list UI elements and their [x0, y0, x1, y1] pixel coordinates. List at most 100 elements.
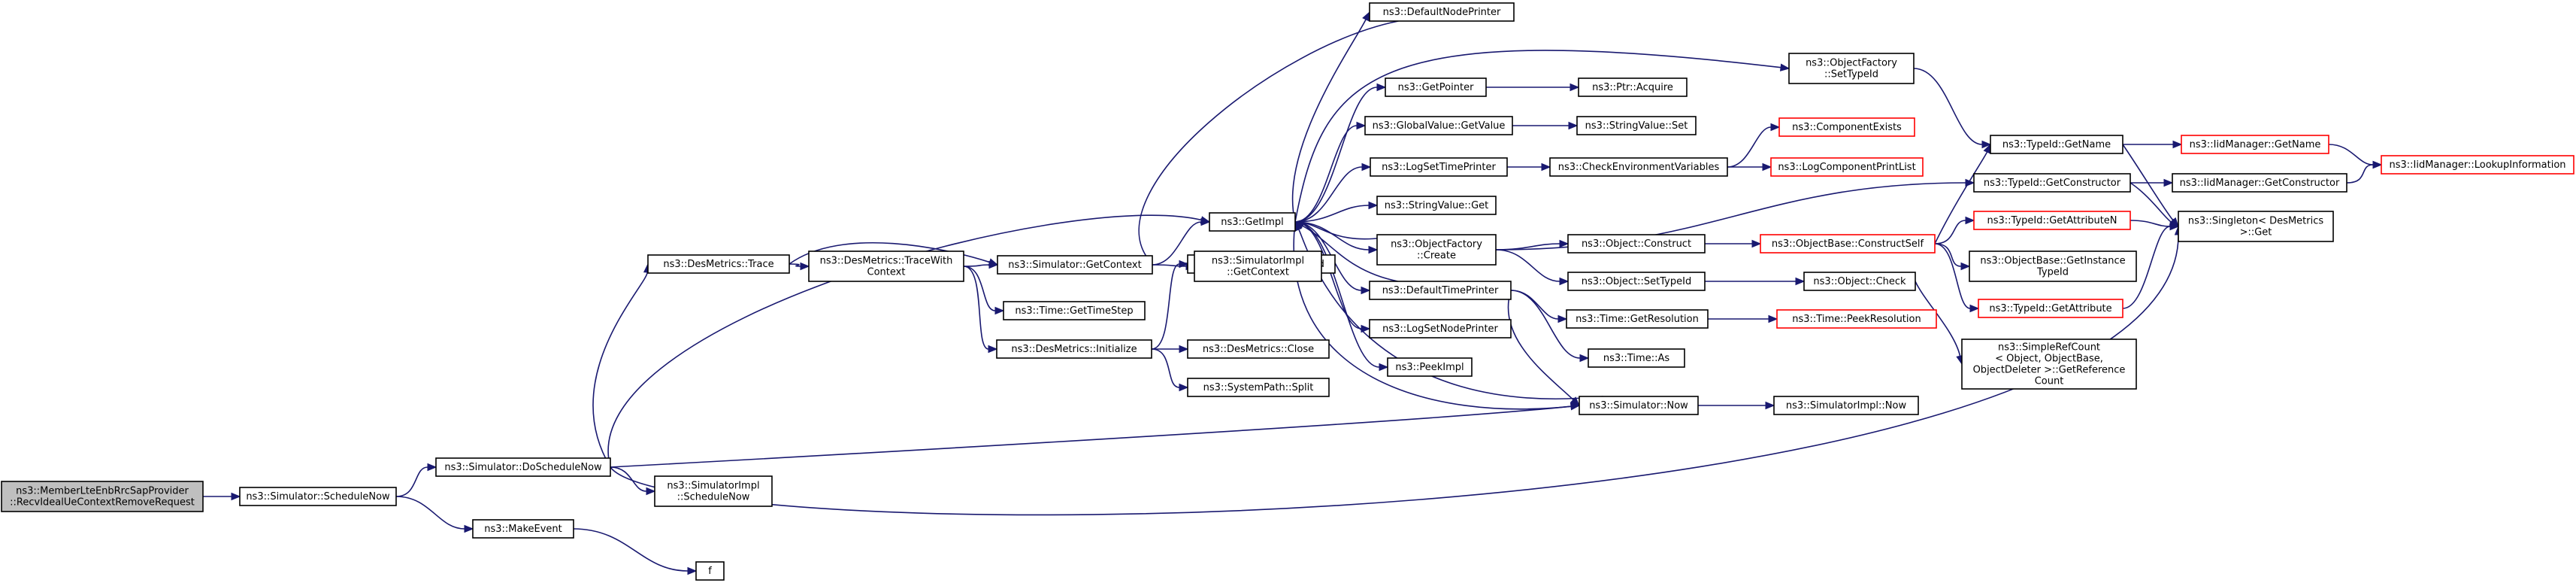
node-iidGetName[interactable]: ns3::IidManager::GetName	[2181, 135, 2329, 154]
node-ofCreate[interactable]: ns3::ObjectFactory::Create	[1376, 234, 1497, 266]
node-srcGetRef[interactable]: ns3::SimpleRefCount< Object, ObjectBase,…	[1961, 339, 2137, 390]
node-dmInit[interactable]: ns3::DesMetrics::Initialize	[996, 339, 1152, 359]
node-defNodePrinter[interactable]: ns3::DefaultNodePrinter	[1369, 2, 1515, 22]
node-box[interactable]	[1376, 234, 1497, 266]
node-ptrAcquire[interactable]: ns3::Ptr::Acquire	[1578, 77, 1688, 97]
node-spSplit[interactable]: ns3::SystemPath::Split	[1187, 378, 1330, 397]
node-box[interactable]	[1369, 281, 1512, 300]
node-implGetCtx[interactable]: ns3::SimulatorImpl::GetContext	[1194, 250, 1322, 282]
node-box[interactable]	[239, 487, 397, 506]
node-box[interactable]	[1369, 2, 1515, 22]
node-implSched[interactable]: ns3::SimulatorImpl::ScheduleNow	[654, 475, 773, 507]
node-peekRes[interactable]: ns3::Time::PeekResolution	[1776, 309, 1937, 329]
node-box[interactable]	[1387, 357, 1473, 377]
node-trace[interactable]: ns3::DesMetrics::Trace	[647, 254, 790, 274]
node-box[interactable]	[1973, 173, 2131, 193]
node-box[interactable]	[435, 457, 611, 477]
node-box[interactable]	[1376, 196, 1497, 215]
node-box[interactable]	[1579, 396, 1699, 415]
node-box[interactable]	[1566, 309, 1709, 329]
node-objConstruct[interactable]: ns3::Object::Construct	[1567, 234, 1706, 254]
node-box[interactable]	[472, 519, 574, 539]
node-box[interactable]	[1969, 250, 2137, 282]
node-box[interactable]	[1990, 135, 2123, 154]
node-gvGetValue[interactable]: ns3::GlobalValue::GetValue	[1364, 116, 1513, 135]
node-logSetNode[interactable]: ns3::LogSetNodePrinter	[1369, 319, 1512, 339]
node-box[interactable]	[1773, 396, 1919, 415]
node-getPointer[interactable]: ns3::GetPointer	[1385, 77, 1487, 97]
node-box[interactable]	[1364, 116, 1513, 135]
node-typeGetName[interactable]: ns3::TypeId::GetName	[1990, 135, 2123, 154]
node-iidLookup[interactable]: ns3::IidManager::LookupInformation	[2381, 155, 2574, 175]
node-typeGetCtor[interactable]: ns3::TypeId::GetConstructor	[1973, 173, 2131, 193]
node-sched[interactable]: ns3::Simulator::ScheduleNow	[239, 487, 397, 506]
node-box[interactable]	[1961, 339, 2137, 390]
node-dmClose[interactable]: ns3::DesMetrics::Close	[1187, 339, 1330, 359]
node-checkEnv[interactable]: ns3::CheckEnvironmentVariables	[1549, 157, 1728, 177]
node-box[interactable]	[1578, 77, 1688, 97]
node-box[interactable]	[1788, 53, 1915, 84]
node-box[interactable]	[2172, 173, 2347, 193]
node-box[interactable]	[695, 561, 725, 581]
node-iidGetCtor[interactable]: ns3::IidManager::GetConstructor	[2172, 173, 2347, 193]
node-defTimePrinter[interactable]: ns3::DefaultTimePrinter	[1369, 281, 1512, 300]
node-box[interactable]	[654, 475, 773, 507]
node-svSet[interactable]: ns3::StringValue::Set	[1576, 116, 1697, 135]
node-obConstructSelf[interactable]: ns3::ObjectBase::ConstructSelf	[1760, 234, 1936, 254]
node-typeGetAttrN[interactable]: ns3::TypeId::GetAttributeN	[1973, 211, 2131, 230]
node-box[interactable]	[1385, 77, 1487, 97]
node-typeGetAttr[interactable]: ns3::TypeId::GetAttribute	[1978, 299, 2123, 318]
edge-dmInit-to-spAppend	[1151, 263, 1180, 350]
node-box[interactable]	[1194, 250, 1322, 282]
node-box[interactable]	[1776, 309, 1937, 329]
node-compExists[interactable]: ns3::ComponentExists	[1778, 117, 1915, 137]
node-box[interactable]	[1803, 272, 1916, 291]
node-box[interactable]	[1370, 157, 1508, 177]
node-timeGetRes[interactable]: ns3::Time::GetResolution	[1566, 309, 1709, 329]
node-box[interactable]	[1760, 234, 1936, 254]
node-timeAs[interactable]: ns3::Time::As	[1588, 348, 1685, 368]
node-box[interactable]	[1187, 339, 1330, 359]
node-singletonGet[interactable]: ns3::Singleton< DesMetrics >::Get	[2178, 211, 2334, 242]
node-getImpl[interactable]: ns3::GetImpl	[1209, 212, 1296, 232]
node-box[interactable]	[647, 254, 790, 274]
node-ofSetTypeId[interactable]: ns3::ObjectFactory::SetTypeId	[1788, 53, 1915, 84]
node-box[interactable]	[1778, 117, 1915, 137]
node-doSched[interactable]: ns3::Simulator::DoScheduleNow	[435, 457, 611, 477]
node-box[interactable]	[997, 255, 1153, 275]
node-f[interactable]: f	[695, 561, 725, 581]
node-peekImpl[interactable]: ns3::PeekImpl	[1387, 357, 1473, 377]
node-box[interactable]	[2181, 135, 2329, 154]
node-svGet[interactable]: ns3::StringValue::Get	[1376, 196, 1497, 215]
node-box[interactable]	[1567, 272, 1706, 291]
node-box[interactable]	[1003, 301, 1146, 320]
node-box[interactable]	[2178, 211, 2334, 242]
node-box[interactable]	[1576, 116, 1697, 135]
node-simNow[interactable]: ns3::Simulator::Now	[1579, 396, 1699, 415]
node-root[interactable]: ns3::MemberLteEnbRrcSapProvider::RecvIde…	[1, 481, 204, 512]
node-makeEvent[interactable]: ns3::MakeEvent	[472, 519, 574, 539]
node-label: ns3::TypeId::GetAttributeN	[1987, 215, 2117, 226]
node-objCheck[interactable]: ns3::Object::Check	[1803, 272, 1916, 291]
node-timeStep[interactable]: ns3::Time::GetTimeStep	[1003, 301, 1146, 320]
node-box[interactable]	[1369, 319, 1512, 339]
node-box[interactable]	[1770, 157, 1924, 177]
node-objSetTypeId[interactable]: ns3::Object::SetTypeId	[1567, 272, 1706, 291]
node-box[interactable]	[1978, 299, 2123, 318]
node-box[interactable]	[1187, 378, 1330, 397]
node-box[interactable]	[1567, 234, 1706, 254]
node-box[interactable]	[1209, 212, 1296, 232]
node-logSetTime[interactable]: ns3::LogSetTimePrinter	[1370, 157, 1508, 177]
node-box[interactable]	[1549, 157, 1728, 177]
node-box[interactable]	[1973, 211, 2131, 230]
node-box[interactable]	[996, 339, 1152, 359]
node-getCtx[interactable]: ns3::Simulator::GetContext	[997, 255, 1153, 275]
node-logCompList[interactable]: ns3::LogComponentPrintList	[1770, 157, 1924, 177]
node-box[interactable]	[1588, 348, 1685, 368]
node-implNow[interactable]: ns3::SimulatorImpl::Now	[1773, 396, 1919, 415]
node-box[interactable]	[1, 481, 204, 512]
node-box[interactable]	[808, 250, 964, 282]
node-box[interactable]	[2381, 155, 2574, 175]
